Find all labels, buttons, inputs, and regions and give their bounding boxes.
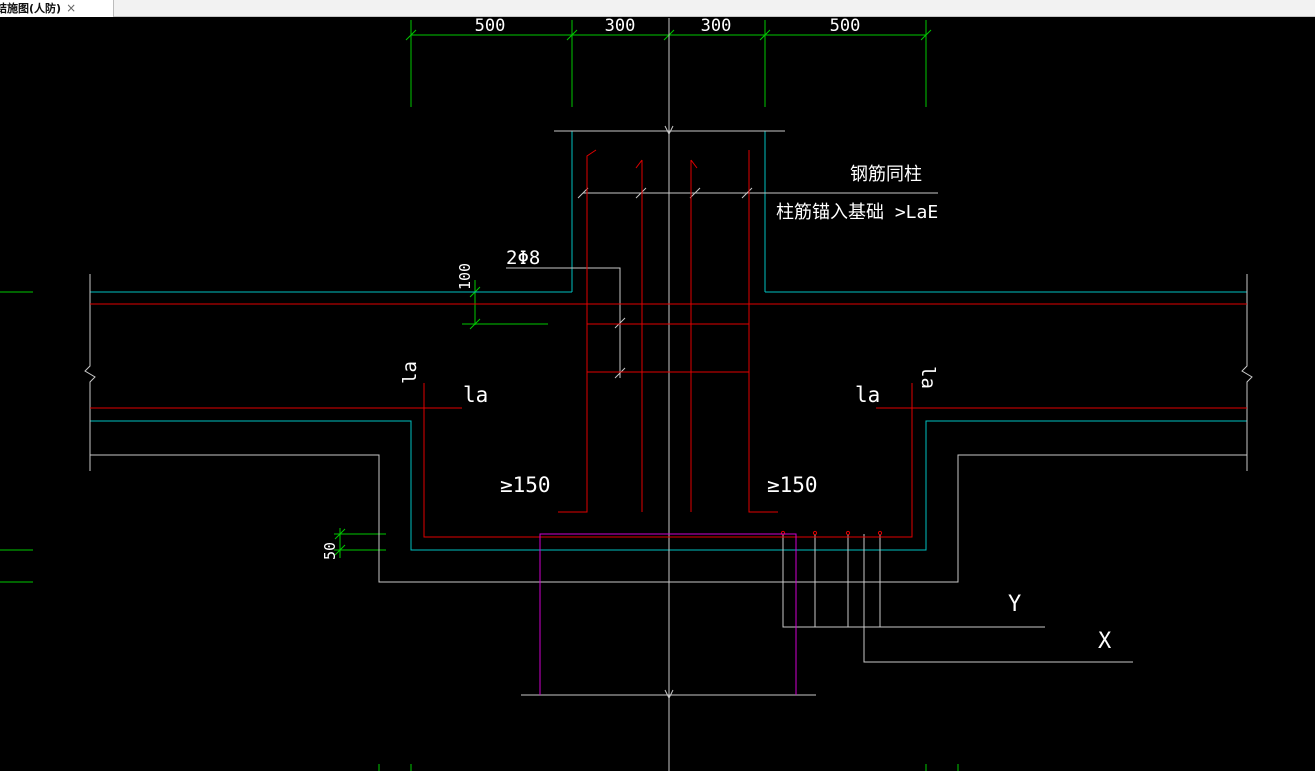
label-min-150-right: ≥150: [767, 473, 818, 497]
label-la-right: la: [855, 383, 880, 407]
base-outline: [84, 18, 1253, 771]
note-rebar-same-as-column: 钢筋同柱: [850, 164, 922, 185]
label-axis-x: X: [1098, 629, 1112, 654]
document-tab[interactable]: 结施图(人防) ×: [0, 0, 114, 17]
dimension-300-left: 300: [605, 17, 636, 36]
label-la-vertical-right: la: [917, 366, 939, 389]
label-la-left: la: [463, 383, 488, 407]
cad-drawing: 500 300 300 500 100 50 钢筋同柱 柱筋锚入基础 >LaE …: [0, 17, 1253, 771]
dimension-texts: 500 300 300 500 100 50: [321, 17, 860, 560]
dimension-lines: [0, 20, 959, 771]
dimension-50: 50: [321, 542, 339, 560]
label-min-150-left: ≥150: [500, 473, 551, 497]
annotation-texts: 钢筋同柱 柱筋锚入基础 >LaE 2Φ8 la la la la ≥150 ≥1…: [399, 164, 1112, 654]
label-la-vertical-left: la: [399, 361, 421, 384]
dimension-500-right: 500: [830, 17, 861, 36]
document-tab-title: 结施图(人防): [0, 2, 62, 15]
close-icon[interactable]: ×: [66, 1, 77, 15]
dimension-500-left: 500: [475, 17, 506, 36]
pile-outline: [539, 533, 797, 695]
dimension-100: 100: [456, 263, 474, 290]
drawing-canvas[interactable]: 500 300 300 500 100 50 钢筋同柱 柱筋锚入基础 >LaE …: [0, 17, 1315, 771]
note-column-anchor: 柱筋锚入基础 >LaE: [776, 202, 938, 223]
dimension-300-right: 300: [701, 17, 732, 36]
label-stirrup: 2Φ8: [506, 247, 540, 269]
rebar: [90, 149, 1247, 538]
document-tab-bar: 结施图(人防) ×: [0, 0, 1315, 17]
label-axis-y: Y: [1008, 592, 1021, 617]
